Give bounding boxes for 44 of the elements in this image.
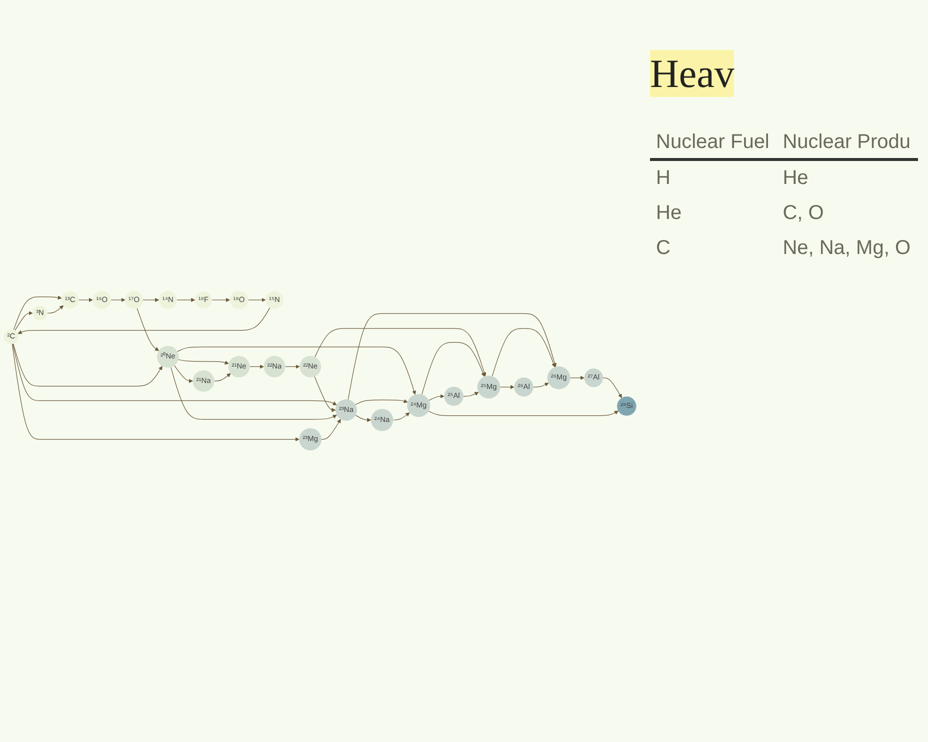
arrow bbox=[570, 376, 584, 380]
arrow bbox=[18, 308, 270, 334]
arrow bbox=[214, 374, 231, 382]
arrow bbox=[392, 412, 410, 421]
arrow bbox=[314, 328, 486, 377]
arrow bbox=[47, 306, 64, 314]
arrow bbox=[14, 311, 33, 331]
arrow bbox=[428, 394, 444, 402]
arrow bbox=[142, 298, 160, 302]
arrow bbox=[12, 344, 162, 387]
arrow bbox=[177, 347, 416, 396]
table-cell-text: He bbox=[655, 201, 683, 226]
arrow bbox=[500, 385, 514, 390]
table-cell-text: Ne, Na, Mg, O bbox=[782, 236, 912, 261]
arrow bbox=[170, 367, 337, 420]
arrow bbox=[284, 364, 300, 370]
arrow bbox=[355, 415, 372, 422]
arrow bbox=[422, 342, 485, 396]
arrow bbox=[110, 298, 126, 302]
arrow bbox=[13, 296, 62, 330]
arrow bbox=[248, 298, 266, 302]
arrow bbox=[176, 298, 196, 302]
arrow bbox=[533, 383, 549, 388]
table-cell: He bbox=[776, 160, 918, 196]
arrow bbox=[428, 411, 618, 416]
table-cell: H bbox=[650, 160, 777, 196]
arrow bbox=[314, 376, 336, 412]
arrow bbox=[321, 419, 341, 440]
arrow bbox=[492, 328, 556, 377]
arrow bbox=[178, 360, 229, 365]
arrow bbox=[12, 344, 337, 406]
column-header: Nuclear Fuel bbox=[650, 127, 777, 160]
arrow bbox=[249, 364, 264, 370]
arrow bbox=[78, 298, 93, 302]
arrow bbox=[136, 308, 160, 352]
column-header: Nuclear Produ bbox=[776, 127, 918, 160]
slide-heading: Heav bbox=[650, 50, 734, 97]
arrow bbox=[602, 378, 622, 398]
arrow bbox=[212, 298, 230, 302]
table-cell-text: C bbox=[655, 236, 672, 261]
arrow bbox=[174, 366, 193, 384]
arrow bbox=[463, 392, 479, 397]
table-cell-text: C, O bbox=[782, 201, 825, 226]
arrow bbox=[355, 400, 408, 406]
